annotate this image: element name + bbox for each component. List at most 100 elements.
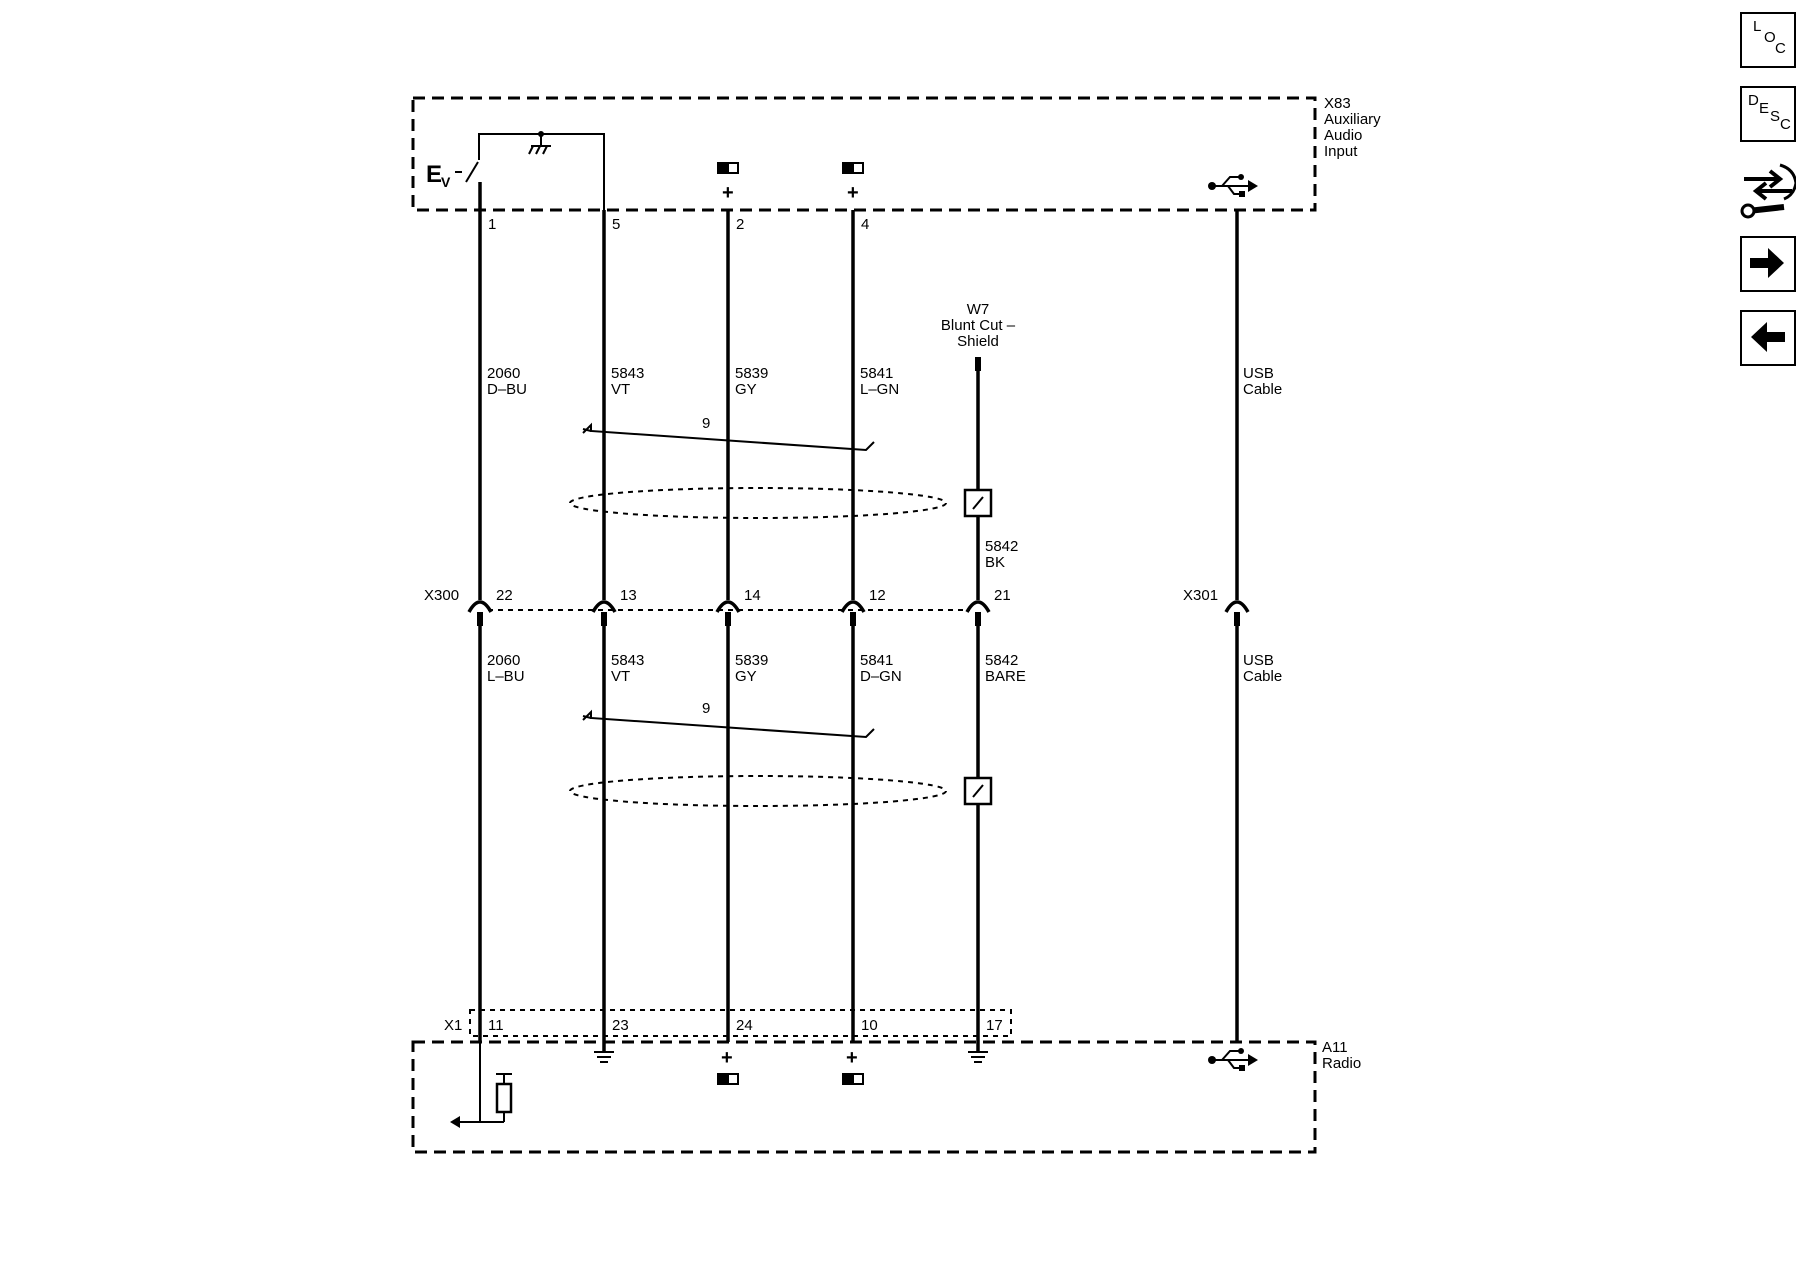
x301-label: X301 — [1183, 587, 1218, 604]
pin-number: 4 — [861, 216, 869, 233]
wire-color-label: GY — [735, 668, 757, 685]
wire-circuit-label: 5842 — [985, 652, 1018, 669]
a11-name: Radio — [1322, 1055, 1361, 1072]
twist-count: 9 — [702, 700, 710, 717]
audio-signal-symbol-pin4: + — [842, 162, 864, 204]
pin-number: 21 — [994, 587, 1011, 604]
x83-component-box — [411, 96, 1317, 212]
wire-color-label: L–BU — [487, 668, 525, 685]
svg-text:BK: BK — [985, 554, 1005, 571]
loc-letter-o: O — [1764, 29, 1776, 46]
wire-circuit-label: 5841 — [860, 365, 893, 382]
location-button[interactable]: L O C — [1740, 12, 1796, 68]
wire-circuit-label: 5839 — [735, 652, 768, 669]
connector-x1: X1 11 23 24 10 17 — [444, 1009, 1012, 1037]
loc-letter-c: C — [1775, 40, 1786, 57]
wire-circuit-label: 5843 — [611, 652, 644, 669]
ground-symbol-pin23 — [594, 1051, 614, 1063]
svg-text:+: + — [722, 182, 734, 204]
wiring-diagram: X83 Auxiliary Audio Input A11 Radio E V … — [411, 95, 1381, 1154]
x83-name-line1: Auxiliary — [1324, 111, 1381, 128]
x83-label: X83 Auxiliary Audio Input — [1324, 95, 1381, 160]
wire-color-label: D–BU — [487, 381, 527, 398]
ground-symbol-x83 — [528, 131, 551, 155]
svg-text:5842: 5842 — [985, 538, 1018, 555]
twisted-pair-lower: 9 — [582, 700, 875, 739]
pin-number: 11 — [488, 1017, 504, 1034]
shield-lower — [569, 775, 993, 807]
inline-connector-x300: X300 22 13 14 12 21 — [424, 587, 1011, 626]
svg-text:+: + — [846, 1047, 858, 1069]
svg-text:Blunt Cut –: Blunt Cut – — [941, 317, 1016, 334]
ev-switch: E V — [426, 133, 605, 210]
pin-number: 23 — [612, 1017, 629, 1034]
wire-color-label: D–GN — [860, 668, 902, 685]
svg-text:W7: W7 — [967, 301, 990, 318]
audio-signal-symbol-pin24: + — [717, 1047, 739, 1085]
description-button[interactable]: D E S C — [1740, 86, 1796, 142]
a11-label: A11 Radio — [1322, 1039, 1361, 1072]
usb-icon-top — [1208, 174, 1258, 197]
ev-label: E — [426, 161, 442, 188]
wire-color-label: L–GN — [860, 381, 899, 398]
a11-ref: A11 — [1322, 1039, 1348, 1056]
pin-number: 14 — [744, 587, 761, 604]
wire-circuit-label: 5839 — [735, 365, 768, 382]
pin-number: 22 — [496, 587, 513, 604]
svg-text:Shield: Shield — [957, 333, 999, 350]
wire-circuit-label: 2060 — [487, 365, 520, 382]
svg-text:+: + — [721, 1047, 733, 1069]
pin-number: 10 — [861, 1017, 878, 1034]
wire-color-label: VT — [611, 668, 630, 685]
pin-number: 17 — [986, 1017, 1003, 1034]
wire-circuit-label: 5841 — [860, 652, 893, 669]
pin-number: 5 — [612, 216, 620, 233]
usb-icon-bottom — [1208, 1048, 1258, 1071]
ground-symbol-pin17 — [968, 1051, 988, 1063]
pin-number: 2 — [736, 216, 744, 233]
pin-number: 1 — [488, 216, 496, 233]
usb-cable-label-line2: Cable — [1243, 668, 1282, 685]
usb-cable-label-line1: USB — [1243, 652, 1274, 669]
desc-letter-e: E — [1759, 100, 1770, 117]
x300-label: X300 — [424, 587, 459, 604]
wire-color-label: BARE — [985, 668, 1026, 685]
ev-subscript: V — [441, 174, 451, 190]
audio-signal-symbol-pin10: + — [842, 1047, 864, 1085]
a11-component-box — [411, 1040, 1317, 1154]
upper-wire-labels: 2060 D–BU 5843 VT 5839 GY 5841 L–GN USB … — [487, 365, 1282, 398]
audio-signal-symbol-pin2: + — [717, 162, 739, 204]
drain-wire-label-upper: 5842 BK — [985, 538, 1018, 571]
lower-wire-labels: 2060 L–BU 5843 VT 5839 GY 5841 D–GN 5842… — [487, 652, 1282, 685]
arrow-right-icon — [1750, 248, 1784, 278]
pin-number: 24 — [736, 1017, 753, 1034]
x1-label: X1 — [444, 1017, 462, 1034]
desc-letter-c: C — [1780, 116, 1791, 133]
w7-label: W7 Blunt Cut – Shield — [941, 301, 1016, 350]
usb-cable-label-line1: USB — [1243, 365, 1274, 382]
x83-name-line2: Audio — [1324, 127, 1362, 144]
pin-number: 12 — [869, 587, 886, 604]
shield-upper — [569, 487, 993, 519]
next-button[interactable] — [1740, 236, 1796, 292]
svg-text:+: + — [847, 182, 859, 204]
x83-name-line3: Input — [1324, 143, 1358, 160]
wire-circuit-label: 2060 — [487, 652, 520, 669]
inline-connector-x301: X301 — [1183, 587, 1250, 626]
input-resistor-arrow — [450, 1042, 513, 1128]
twist-count: 9 — [702, 415, 710, 432]
procedure-button[interactable] — [1740, 155, 1798, 219]
usb-cable-label-line2: Cable — [1243, 381, 1282, 398]
top-pin-numbers: 1 5 2 4 — [488, 216, 869, 233]
wrench-arrows-icon — [1740, 163, 1798, 219]
lower-wires — [478, 626, 1239, 1052]
desc-letter-d: D — [1748, 92, 1759, 109]
wire-circuit-label: 5843 — [611, 365, 644, 382]
twisted-pair-upper: 9 — [582, 415, 875, 452]
wire-color-label: GY — [735, 381, 757, 398]
arrow-left-icon — [1751, 322, 1785, 352]
x83-ref: X83 — [1324, 95, 1351, 112]
pin-number: 13 — [620, 587, 637, 604]
desc-letter-s: S — [1770, 108, 1781, 125]
previous-button[interactable] — [1740, 310, 1796, 366]
